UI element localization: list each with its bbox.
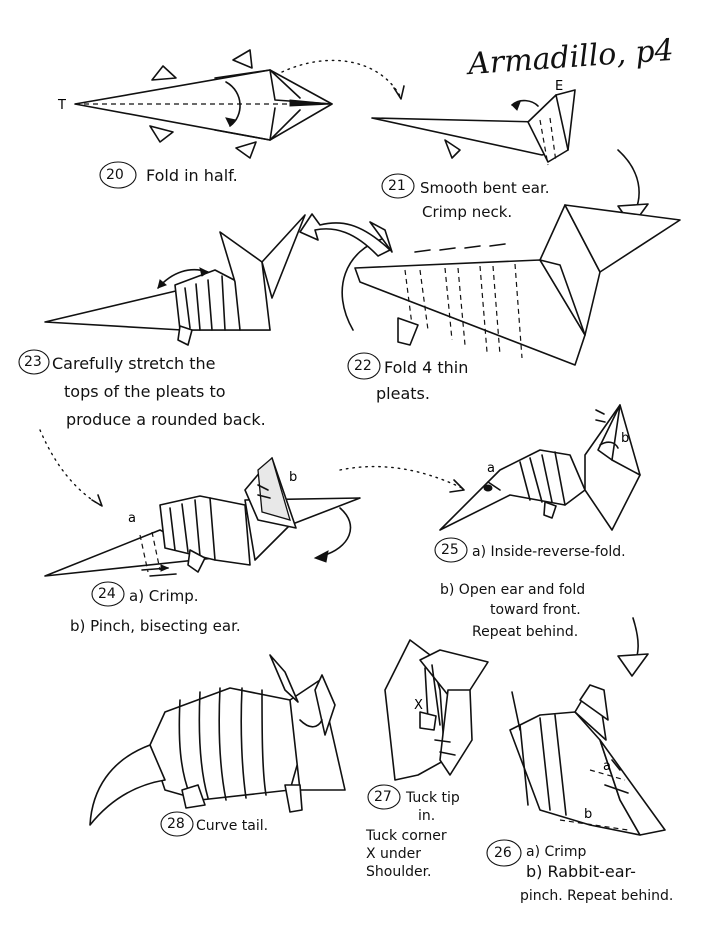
step-27-figure <box>384 639 489 781</box>
label-a: a <box>128 511 136 526</box>
step-22-text: pleats. <box>376 384 430 403</box>
label-e: E <box>555 79 563 94</box>
step-20-number: 20 <box>106 167 124 183</box>
step-28-text: Curve tail. <box>196 818 269 834</box>
step-27-text: in. <box>418 808 436 824</box>
label-t: T <box>57 98 66 113</box>
step-25-figure <box>439 404 641 531</box>
step-24-figure <box>44 456 361 577</box>
step-26-text: a) Crimp <box>526 844 587 860</box>
step-22-figure <box>341 204 681 366</box>
label-b: b <box>289 470 297 485</box>
step-22-text: Fold 4 thin <box>384 358 469 377</box>
step-25-text: a) Inside-reverse-fold. <box>472 544 626 560</box>
step-20-text: Fold in half. <box>146 166 238 185</box>
step-23-text: Carefully stretch the <box>52 354 216 373</box>
step-24-number: 24 <box>98 586 116 602</box>
step-25-text: b) Open ear and fold <box>440 582 586 598</box>
label-a: a <box>603 759 611 774</box>
label-a: a <box>487 461 495 476</box>
label-b: b <box>584 807 592 822</box>
step-24-text: a) Crimp. <box>129 587 199 605</box>
step-27-text: X under <box>366 846 422 862</box>
step-26-figure <box>509 684 666 836</box>
step-25-number: 25 <box>441 542 459 558</box>
step-21-text: Smooth bent ear. <box>420 179 550 197</box>
transition-arrow <box>281 59 401 97</box>
label-b: b <box>621 431 629 446</box>
step-20-figure <box>74 49 333 159</box>
step-27-text: Shoulder. <box>366 864 432 880</box>
step-28-number: 28 <box>167 816 185 832</box>
step-number-circles <box>18 161 522 867</box>
step-22-number: 22 <box>354 358 372 374</box>
step-26-number: 26 <box>494 845 512 861</box>
step-25-text: Repeat behind. <box>472 624 579 640</box>
transition-arrow <box>339 465 463 489</box>
step-23-text: tops of the pleats to <box>64 382 226 401</box>
step-21-figure <box>371 89 576 166</box>
transition-arrow <box>39 429 101 506</box>
step-21-number: 21 <box>388 178 406 194</box>
step-25-text: toward front. <box>490 602 581 618</box>
transition-arrow <box>299 213 391 257</box>
label-x: X <box>414 698 423 713</box>
step-23-figure <box>44 214 306 346</box>
step-21-text: Crimp neck. <box>422 203 513 221</box>
step-26-text: b) Rabbit-ear- <box>526 862 636 881</box>
step-23-text: produce a rounded back. <box>66 410 266 429</box>
step-27-number: 27 <box>374 789 392 805</box>
step-27-text: Tuck corner <box>366 828 447 844</box>
step-26-text: pinch. Repeat behind. <box>520 888 674 904</box>
step-24-text: b) Pinch, bisecting ear. <box>70 617 241 635</box>
step-27-text: Tuck tip <box>406 790 460 806</box>
step-23-number: 23 <box>24 354 42 370</box>
step-28-figure <box>89 654 346 826</box>
